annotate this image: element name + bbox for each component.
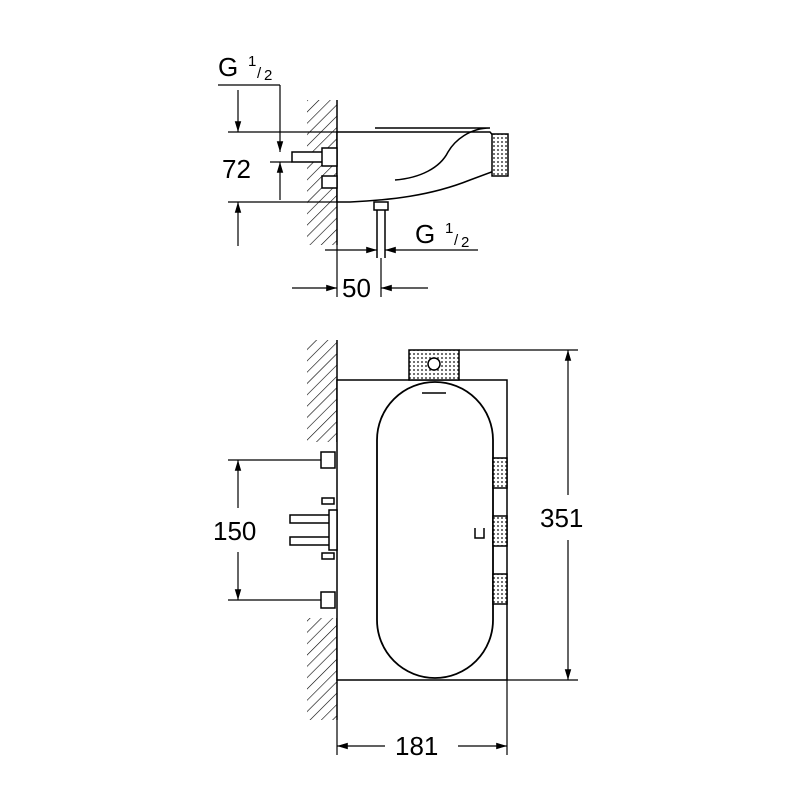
front-wall-hatch-upper — [307, 340, 337, 442]
front-outlet-mark — [474, 528, 485, 539]
g-top-slash: / — [257, 65, 262, 82]
front-pipe-block — [328, 509, 338, 551]
front-connector-bottom — [320, 591, 336, 609]
g-bottom-denominator: 2 — [461, 234, 469, 251]
front-button-2 — [492, 515, 508, 547]
front-button-1 — [492, 457, 508, 489]
side-pipe-lower-nut — [321, 175, 338, 189]
dim-351-label: 351 — [540, 503, 583, 533]
dim-150-label: 150 — [213, 516, 256, 546]
side-view — [291, 100, 509, 258]
dim-72-label: 72 — [222, 154, 251, 184]
front-button-3 — [492, 573, 508, 605]
g-top-numerator: 1 — [248, 53, 256, 70]
side-pipe-upper-nut — [321, 147, 338, 167]
g-top-letter: G — [218, 52, 238, 82]
side-outlet-nut — [373, 201, 389, 211]
side-knob-knurl — [491, 133, 509, 177]
side-wall-hatch — [307, 100, 337, 245]
g-top-denominator: 2 — [264, 67, 272, 84]
dim-50-label: 50 — [342, 273, 371, 303]
side-spout-body — [336, 131, 498, 203]
dim-181-label: 181 — [395, 731, 438, 761]
front-pipe-lower — [289, 536, 331, 546]
front-view — [289, 340, 508, 720]
side-dimensions — [218, 84, 478, 297]
side-spout-bowl — [375, 127, 491, 181]
front-wall-hatch-lower — [307, 618, 337, 720]
front-dimensions — [228, 349, 578, 755]
g-bottom-slash: / — [454, 232, 459, 249]
g-bottom-letter: G — [415, 219, 435, 249]
g-bottom-numerator: 1 — [445, 220, 453, 237]
front-top-knob-indicator — [427, 357, 441, 371]
front-pipe-tab-top — [321, 497, 335, 505]
side-pipe-upper — [291, 151, 325, 163]
front-pipe-tab-bottom — [321, 552, 335, 560]
front-pipe-upper — [289, 514, 331, 524]
front-connector-top — [320, 451, 336, 469]
